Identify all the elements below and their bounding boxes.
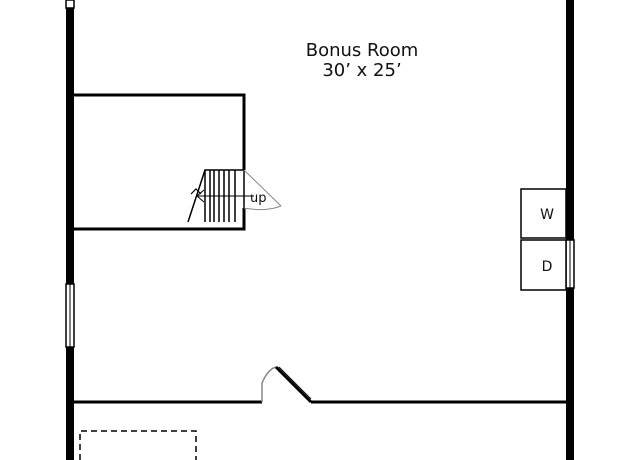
window-right <box>565 239 575 289</box>
exterior-walls <box>66 0 574 460</box>
right-wall-upper <box>566 0 574 240</box>
door <box>261 365 313 404</box>
staircase <box>187 169 282 223</box>
left-wall-lower <box>66 345 74 460</box>
dryer: D <box>520 239 567 291</box>
right-wall-lower <box>566 286 574 460</box>
washer: W <box>520 188 567 239</box>
dashed-outline <box>79 430 197 460</box>
window-left <box>65 283 75 348</box>
dryer-label: D <box>542 259 553 275</box>
washer-label: W <box>540 207 554 223</box>
left-wall-upper <box>66 0 74 286</box>
stairs-direction-label: up <box>250 191 267 206</box>
stair-enclosure-walls <box>74 93 246 231</box>
wall-end-marker <box>65 0 75 9</box>
room-dimensions: 30’ x 25’ <box>322 60 401 81</box>
stair-arrow-icon <box>190 188 202 195</box>
room-name: Bonus Room <box>306 40 419 61</box>
